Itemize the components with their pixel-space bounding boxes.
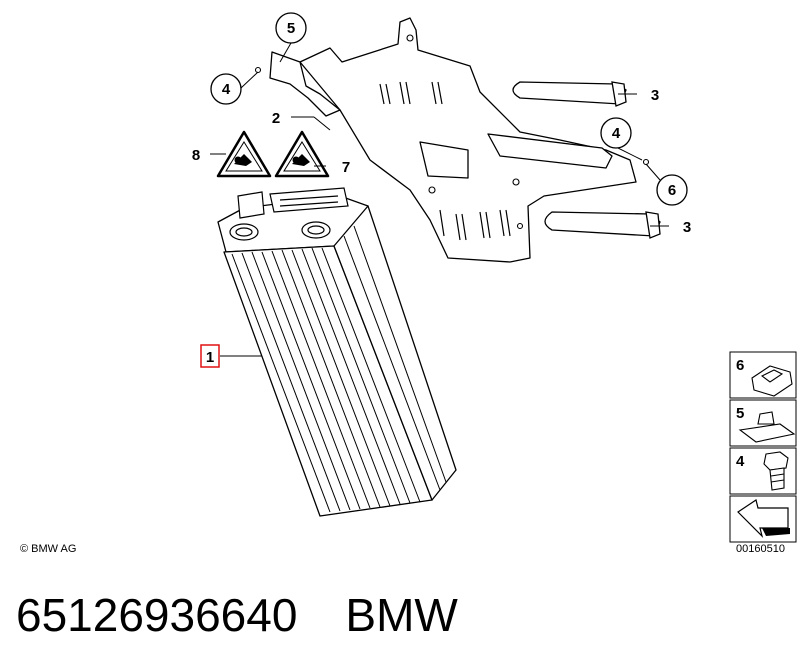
clip-upper	[512, 81, 627, 107]
amplifier-fins	[231, 225, 447, 513]
callout-1-box	[200, 344, 220, 368]
callout-6-circle	[656, 174, 688, 206]
callout-1: 1	[206, 349, 214, 366]
clip-lower	[544, 211, 661, 239]
arrow-icon	[737, 499, 790, 538]
footer-part-info: 65126936640 BMW	[16, 588, 458, 642]
callout-4a-circle	[210, 73, 242, 105]
diagram-code: 00160510	[736, 543, 785, 555]
spring-nut-icon	[738, 411, 796, 443]
bracket	[269, 17, 637, 263]
callout-3-upper: 3	[651, 87, 659, 104]
callout-5-circle	[275, 12, 307, 44]
warning-label-7	[274, 130, 330, 178]
callout-8: 8	[192, 147, 200, 164]
callout-2: 2	[272, 110, 280, 127]
callout-4b: 4	[612, 125, 621, 142]
legend-item-4-label: 4	[736, 453, 745, 470]
callout-5: 5	[287, 20, 295, 37]
callout-6: 6	[668, 182, 676, 199]
copyright-label: © BMW AG	[20, 543, 76, 555]
legend-item-6-label: 6	[736, 357, 744, 374]
hex-bolt-icon	[763, 451, 789, 491]
legend-item-5-label: 5	[736, 405, 744, 422]
callout-3-lower: 3	[683, 219, 691, 236]
callout-7: 7	[342, 159, 350, 176]
brand-name: BMW	[345, 589, 458, 641]
clip-nut-icon	[751, 365, 793, 397]
leader-lines	[210, 42, 669, 357]
callout-4b-circle	[600, 117, 632, 149]
part-number: 65126936640	[16, 589, 298, 641]
bracket-slots	[379, 81, 511, 241]
warning-label-8	[216, 130, 272, 178]
amplifier-connectors	[229, 187, 349, 241]
callout-4a: 4	[222, 81, 231, 98]
